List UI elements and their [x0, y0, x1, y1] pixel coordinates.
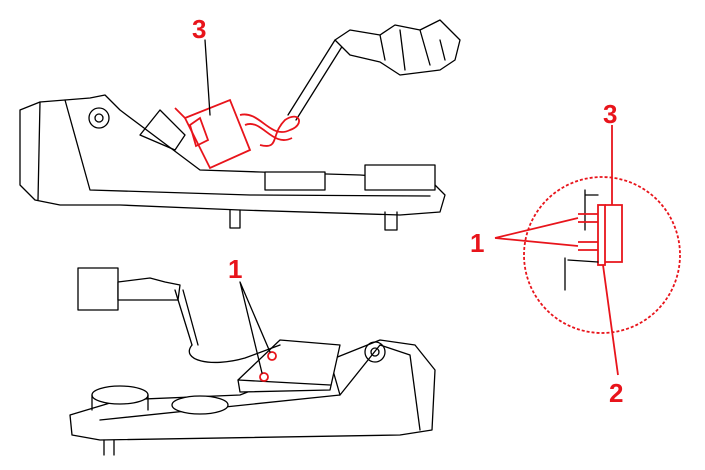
callout-3-top: 3 [192, 14, 206, 44]
top-sensor-highlight [174, 98, 300, 170]
bottom-housing-assembly [69, 267, 436, 456]
detail-callout-2: 2 [609, 378, 623, 408]
detail-callout-3: 3 [603, 99, 617, 129]
mounting-point-2 [259, 372, 269, 382]
leader-line-3 [204, 39, 211, 116]
detail-leader-2 [602, 264, 619, 376]
callout-1-bottom: 1 [228, 254, 242, 284]
detail-view [523, 176, 681, 334]
top-housing-assembly [19, 19, 461, 231]
detail-callout-1: 1 [470, 228, 484, 258]
mounting-point-1 [267, 351, 277, 361]
leader-lines-1 [239, 281, 271, 374]
detail-leader-1 [494, 217, 579, 247]
